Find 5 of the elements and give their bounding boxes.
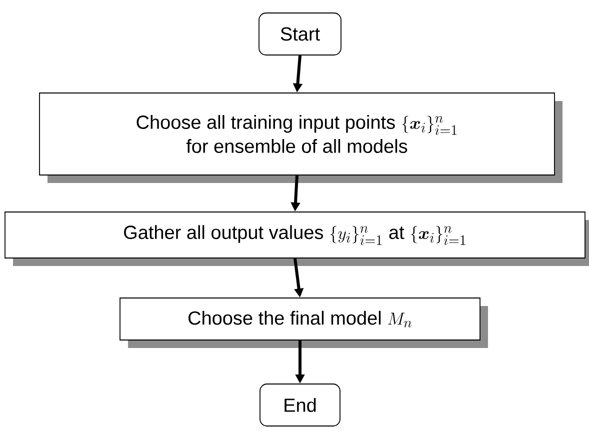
process-box: Choose all training input points $\{\boldsymbol{x}_i\}_{i=1}^{n}$ for ensemble of all models	[39, 92, 562, 183]
terminal-box: Start	[258, 12, 342, 56]
process-box: Choose the final model $M_n$	[120, 298, 488, 348]
terminal-box: End	[260, 384, 340, 426]
process-box: Gather all output values $\{y_i\}_{i=1}^{n}$ at $\{\boldsymbol{x}_i\}_{i=1}^{n}$	[4, 212, 589, 266]
